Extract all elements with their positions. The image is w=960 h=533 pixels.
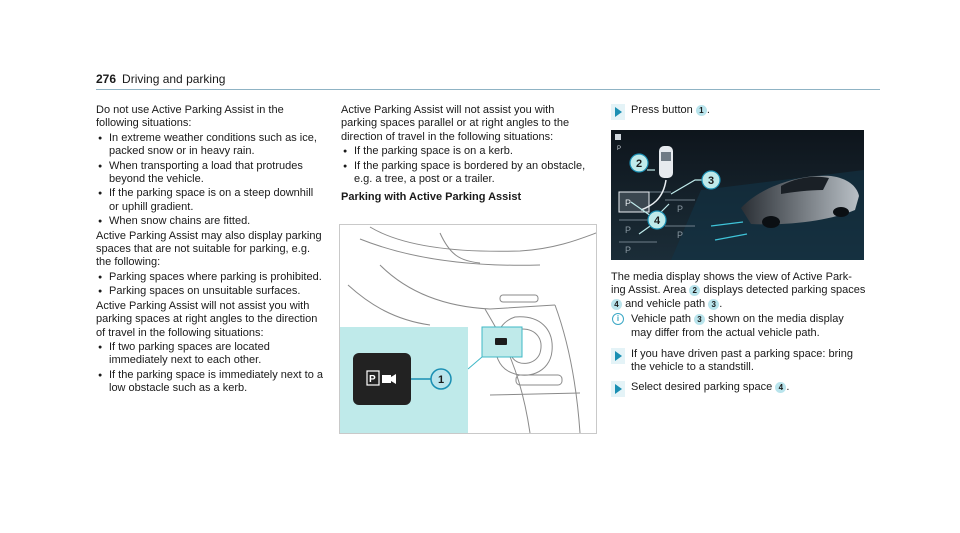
callout-2-label: 2	[636, 158, 642, 170]
callout-badge: 2	[689, 285, 701, 297]
step-arrow-icon	[611, 104, 625, 120]
list-item: If the parking space is bordered by an o…	[341, 160, 593, 187]
desc-text: .	[719, 297, 723, 310]
page-number: 276	[96, 72, 117, 86]
vent-slot	[499, 294, 539, 303]
instruction-step: Select desired parking space 4.	[611, 380, 866, 397]
media-display-graphic: P P P P P P 2 3	[611, 130, 864, 260]
callout-leader	[670, 179, 703, 195]
header-rule	[96, 89, 880, 90]
space-label: P	[677, 204, 683, 214]
center-console-illustration: P 1	[339, 224, 597, 434]
dashboard-line	[369, 226, 597, 252]
note-text: shown on the media display may differ fr…	[631, 313, 844, 339]
bullet-list: If the parking space is on a kerb. If th…	[341, 145, 593, 186]
list-item: If the parking space is on a kerb.	[341, 145, 593, 159]
car-3d-view	[741, 175, 859, 228]
zoom-connector	[467, 356, 483, 370]
step-text: Select desired parking space	[631, 380, 773, 393]
list-item: Parking spaces where parking is prohibit…	[96, 271, 324, 285]
car-top-view	[659, 146, 673, 178]
callout-3	[701, 170, 721, 190]
media-display-illustration: P P P P P P 2 3	[611, 130, 864, 260]
note-text: Vehicle path	[631, 313, 691, 326]
console-edge	[554, 304, 581, 434]
list-item: If two parking spaces are located immedi…	[96, 341, 324, 368]
space-label: P	[677, 230, 683, 240]
armrest-line	[489, 392, 581, 396]
vehicle-path	[640, 179, 667, 211]
paragraph: Active Parking Assist will not assist yo…	[96, 299, 318, 339]
list-item: In extreme weather conditions such as ic…	[96, 132, 324, 159]
path-line	[714, 233, 748, 241]
callout-badge: 3	[694, 314, 705, 326]
dashboard-line	[439, 232, 481, 264]
mode-label: P	[617, 146, 621, 152]
touchpad-inner	[511, 328, 542, 364]
button-label: P	[369, 374, 376, 385]
parking-button-small	[495, 338, 507, 345]
callout-badge: 1	[695, 105, 707, 116]
list-item: When snow chains are fitted.	[96, 215, 324, 229]
callout-3-label: 3	[708, 175, 714, 187]
column-left: Do not use Active Parking Assist in the …	[96, 104, 324, 397]
paragraph: Active Parking Assist may also display p…	[96, 229, 322, 269]
page-header: 276 Driving and parking	[96, 70, 880, 90]
bullet-list: If two parking spaces are located immedi…	[96, 341, 324, 396]
subheading: Parking with Active Parking Assist	[341, 191, 522, 204]
space-label: P	[625, 245, 631, 255]
step-punct: .	[786, 380, 790, 393]
instruction-step: If you have driven past a parking space:…	[611, 348, 866, 375]
paragraph: Active Parking Assist will not assist yo…	[341, 104, 570, 143]
step-arrow-icon	[611, 348, 625, 365]
info-note: i Vehicle path 3 shown on the media disp…	[611, 313, 866, 340]
storage-slot	[515, 374, 563, 386]
callout-1	[430, 368, 452, 390]
console-line-drawing: P 1	[340, 226, 597, 434]
info-icon: i	[612, 313, 624, 326]
callout-badge: 4	[775, 381, 787, 393]
console-edge	[379, 264, 556, 310]
list-item: If the parking space is on a steep downh…	[96, 187, 324, 214]
console-edge	[347, 284, 431, 326]
callout-4	[647, 210, 667, 230]
callout-badge: 3	[708, 298, 720, 310]
list-item: If the parking space is immediately next…	[96, 369, 324, 396]
step-punct: .	[706, 104, 710, 116]
list-item: When transporting a load that protrudes …	[96, 160, 324, 187]
column-right: Press button 1.	[611, 104, 866, 123]
step-arrow-icon	[611, 380, 625, 397]
menu-icon	[615, 134, 621, 140]
column-middle: Active Parking Assist will not assist yo…	[341, 104, 593, 206]
media-description: The media display shows the view of Acti…	[611, 271, 866, 311]
instruction-step: Press button 1.	[611, 104, 866, 120]
callout-2	[629, 153, 649, 173]
desc-text: displays detected parking spaces	[703, 284, 866, 297]
section-title: Driving and parking	[122, 72, 226, 86]
column-right-lower: The media display shows the view of Acti…	[611, 271, 866, 400]
dashboard-line	[359, 238, 541, 266]
space-label: P	[625, 198, 631, 208]
bullet-list: Parking spaces where parking is prohibit…	[96, 271, 324, 299]
parking-camera-icon	[366, 370, 396, 386]
step-text: Press button	[631, 104, 693, 116]
callout-4-label: 4	[654, 215, 661, 227]
paragraph: Do not use Active Parking Assist in the …	[96, 104, 284, 130]
path-line	[710, 221, 744, 227]
selected-space	[618, 191, 650, 213]
desc-text: and vehicle path	[625, 297, 706, 310]
list-item: Parking spaces on unsuitable surfaces.	[96, 285, 324, 299]
step-text: If you have driven past a parking space:…	[631, 348, 853, 374]
callout-badge: 4	[611, 298, 622, 310]
desc-text: The media display shows the view of Acti…	[611, 271, 852, 297]
bullet-list: In extreme weather conditions such as ic…	[96, 132, 324, 229]
callout-1-label: 1	[438, 374, 444, 386]
space-label: P	[625, 225, 631, 235]
